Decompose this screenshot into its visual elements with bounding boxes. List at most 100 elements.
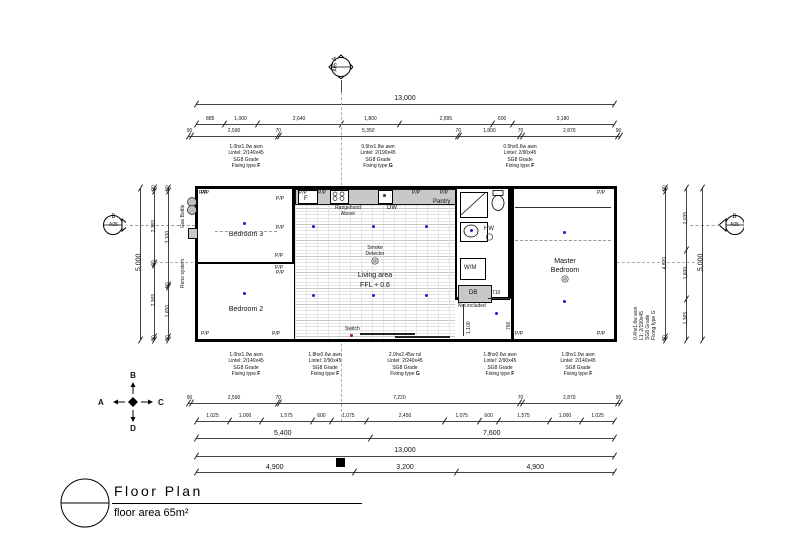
- light-fixture: [425, 225, 429, 229]
- dim-label: 2,365: [150, 219, 157, 233]
- dim-label: 1,025: [206, 413, 219, 419]
- window-spec-lintel: Lintel: 2/240x45: [387, 358, 423, 365]
- dim-line-1100: [463, 304, 464, 336]
- room-label-bedroom-3: Bedroom 3: [228, 231, 264, 238]
- window-spec-size: 2.0hx2.45w rsl: [388, 352, 422, 358]
- dim-tick: [611, 120, 618, 128]
- dim-label: 2,590: [227, 128, 241, 134]
- dim-label: 1,000: [234, 116, 247, 122]
- light-fixture: [243, 292, 247, 296]
- wall-west: [195, 186, 198, 342]
- dim-label: 2,590: [227, 395, 241, 401]
- washing-machine-label: W/M: [464, 265, 477, 271]
- window-spec-fixing: Fixing type F: [485, 370, 515, 377]
- wall-master-west: [511, 189, 514, 339]
- wall-east: [614, 186, 617, 342]
- dim-label: 2,450: [398, 413, 412, 419]
- window-spec-fixing: Fixing type G: [390, 370, 420, 377]
- window-spec-grade: SG8 Grade: [565, 364, 591, 371]
- shower-icon: [460, 192, 486, 216]
- window-spec-lintel: Lintel: 2/190x45: [360, 150, 396, 157]
- window-spec-lintel: Lintel: 2/90x45: [483, 358, 517, 365]
- wall-south: [195, 339, 617, 342]
- compass-label-left: A: [98, 398, 104, 407]
- smoke-detector-icon: [561, 275, 569, 283]
- section-marker-top[interactable]: [327, 53, 353, 79]
- window-spec-fixing: Fixing type F: [563, 370, 593, 377]
- section-marker-left[interactable]: [100, 212, 126, 238]
- dishwasher-marker: [383, 194, 386, 197]
- wall-north: [195, 186, 617, 189]
- window-spec-size: 0.5hx0.6w awn: [503, 144, 537, 150]
- dim-label: 4,900: [526, 464, 544, 471]
- not-included-label: Not included: [458, 303, 486, 309]
- power-point-label: P/P: [276, 225, 285, 231]
- dim-label: 90: [150, 185, 157, 192]
- dim-line-right-overall: [702, 188, 703, 340]
- window-spec-size: 0.5hx1.8w awn: [361, 144, 395, 150]
- dim-label: 4,820: [661, 256, 668, 270]
- wall-bedroom-divider: [198, 262, 294, 265]
- washing-machine-unit: [460, 258, 486, 280]
- sliding-door-leaf: [395, 336, 450, 338]
- power-point-label: P/P: [318, 190, 327, 196]
- dim-tick: [611, 468, 618, 476]
- light-fixture: [425, 294, 429, 298]
- dim-label: 90: [186, 395, 193, 401]
- room-bedroom-3: [198, 189, 294, 263]
- window-spec-grade: SG8 Grade: [487, 364, 513, 371]
- rangehood-label: Rangehood: [335, 205, 361, 211]
- datum-marker: [336, 458, 345, 467]
- section-marker-left-letter: B: [111, 214, 116, 220]
- power-point-label: P/P: [597, 331, 606, 337]
- switch-marker: [350, 334, 353, 337]
- light-fixture: [243, 222, 247, 226]
- dim-label: 5,350: [362, 128, 375, 134]
- wall-bathroom-west: [455, 189, 458, 299]
- light-fixture: [372, 294, 376, 298]
- wall-bathroom-east: [508, 189, 511, 299]
- dim-line-right-col1: [665, 188, 666, 340]
- dim-label: 4,900: [266, 464, 284, 471]
- dim-label: 600: [317, 413, 326, 419]
- dim-label: 90: [661, 334, 668, 341]
- section-line-top: [341, 80, 342, 92]
- dishwasher-unit: [378, 190, 393, 204]
- dim-bot-overall: 13,000: [394, 447, 416, 454]
- dim-label: 90: [164, 185, 171, 192]
- distribution-board-label: DB: [469, 290, 478, 296]
- room-master-bedroom: [511, 189, 614, 339]
- hot-water-icon: [485, 233, 494, 241]
- basin-icon: [463, 224, 479, 238]
- dim-label: 90: [164, 334, 171, 341]
- gas-bottle-icon: [187, 197, 197, 215]
- dim-label: 1,025: [591, 413, 604, 419]
- dim-line-right-col2: [686, 188, 687, 340]
- sliding-door: [360, 333, 415, 335]
- window-spec-fixing: Fixing type F: [231, 370, 261, 377]
- dim-label: 1,575: [517, 413, 530, 419]
- cooktop-burners-icon: [332, 191, 345, 201]
- dishwasher-label: DW: [387, 205, 397, 211]
- dim-label: 1,075: [342, 413, 355, 419]
- dim-label: 1,365: [682, 312, 689, 325]
- dim-label: 2,640: [292, 116, 306, 122]
- light-fixture: [312, 294, 316, 298]
- dim-tick: [683, 336, 690, 344]
- section-line-right: [690, 225, 720, 226]
- window-spec-grade: SG8 Grade: [507, 156, 533, 163]
- dim-label: 90: [186, 128, 193, 134]
- dim-label: 90: [150, 260, 157, 266]
- window-spec-right-fixing: Fixing type G: [651, 310, 657, 340]
- elevation-direction-key: [113, 382, 153, 422]
- dim-label: 70: [455, 128, 462, 134]
- section-marker-right[interactable]: [718, 212, 744, 238]
- fridge-unit: [298, 190, 318, 204]
- power-point-label: P/P: [515, 331, 524, 337]
- dim-label: 2,870: [563, 395, 576, 401]
- compass-label-down: D: [130, 424, 136, 433]
